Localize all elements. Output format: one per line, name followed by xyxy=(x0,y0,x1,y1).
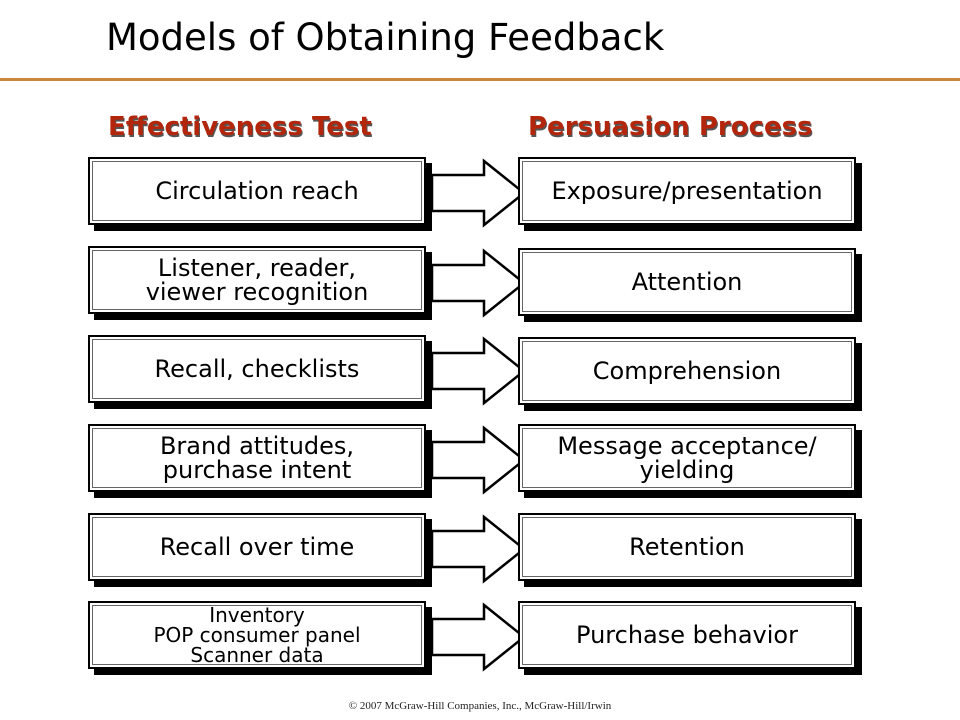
right-arrow-icon xyxy=(430,602,527,672)
box-label: Attention xyxy=(631,268,743,296)
box-label-line: purchase intent xyxy=(162,456,352,484)
right-arrow-icon xyxy=(430,425,527,495)
box-label-line: POP consumer panel xyxy=(153,623,361,647)
right-arrow-icon xyxy=(430,336,527,406)
box-label: Purchase behavior xyxy=(576,621,798,649)
page-title: Models of Obtaining Feedback xyxy=(106,16,665,59)
effectiveness-box-brand-attitudes: Brand attitudes, purchase intent xyxy=(88,424,426,492)
persuasion-box-exposure: Exposure/presentation xyxy=(518,157,856,225)
box-label-line: Listener, reader, xyxy=(157,254,357,282)
box-label-line: Message acceptance/ xyxy=(557,432,817,460)
title-divider xyxy=(0,78,960,81)
persuasion-box-message-acceptance: Message acceptance/ yielding xyxy=(518,424,856,492)
effectiveness-box-circulation-reach: Circulation reach xyxy=(88,157,426,225)
effectiveness-test-heading: Effectiveness Test xyxy=(108,112,372,142)
box-label: Recall, checklists xyxy=(154,355,360,383)
persuasion-box-comprehension: Comprehension xyxy=(518,337,856,405)
box-label-line: Inventory xyxy=(209,603,305,627)
effectiveness-box-recall-over-time: Recall over time xyxy=(88,513,426,581)
box-label-line: Brand attitudes, xyxy=(159,432,355,460)
box-label: Recall over time xyxy=(159,533,355,561)
box-label: Comprehension xyxy=(592,357,782,385)
box-label-line: viewer recognition xyxy=(145,278,369,306)
box-label-line: yielding xyxy=(639,456,735,484)
copyright-footer: © 2007 McGraw-Hill Companies, Inc., McGr… xyxy=(348,700,612,712)
effectiveness-box-recognition: Listener, reader, viewer recognition xyxy=(88,246,426,314)
right-arrow-icon xyxy=(430,158,527,228)
persuasion-process-heading: Persuasion Process xyxy=(528,112,813,142)
persuasion-box-attention: Attention xyxy=(518,248,856,316)
persuasion-box-purchase-behavior: Purchase behavior xyxy=(518,601,856,669)
box-label: Circulation reach xyxy=(155,177,359,205)
persuasion-box-retention: Retention xyxy=(518,513,856,581)
right-arrow-icon xyxy=(430,514,527,584)
effectiveness-box-inventory: Inventory POP consumer panel Scanner dat… xyxy=(88,601,426,669)
effectiveness-box-recall-checklists: Recall, checklists xyxy=(88,335,426,403)
right-arrow-icon xyxy=(430,248,527,318)
box-label: Retention xyxy=(629,533,745,561)
box-label: Exposure/presentation xyxy=(551,177,823,205)
box-label-line: Scanner data xyxy=(190,643,324,667)
